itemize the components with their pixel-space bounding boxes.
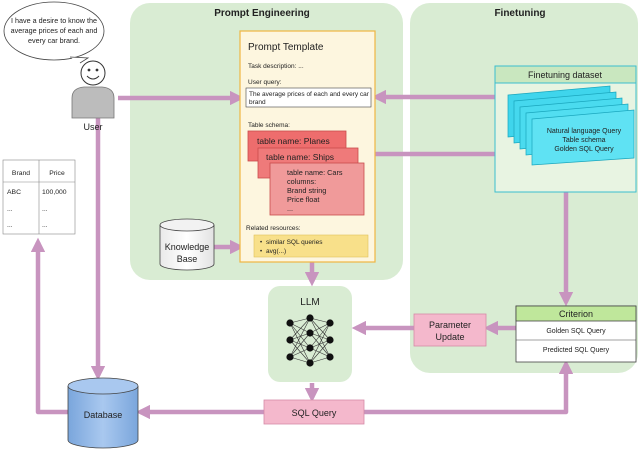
- neural-network-nodes: [286, 314, 334, 367]
- table-card-cars: [269, 162, 365, 216]
- related-bullet: •: [260, 249, 262, 255]
- dataset-item: Natural language Query: [547, 128, 622, 135]
- results-cell: ABC: [7, 189, 21, 196]
- cars-line: Brand string: [287, 186, 326, 195]
- cars-line: table name: Cars: [287, 168, 343, 177]
- results-cell: ...: [42, 206, 48, 213]
- prompt-template-title: Prompt Template: [248, 42, 324, 53]
- related-bullet: •: [260, 240, 262, 246]
- sql-query: SQL Query: [263, 399, 365, 425]
- user-body: [71, 86, 115, 119]
- finetuning-title: Finetuning: [494, 8, 545, 19]
- results-cell: ...: [7, 222, 13, 229]
- user-query-label: User query:: [248, 79, 282, 86]
- criterion-title: Criterion: [559, 309, 593, 319]
- user-query-text-2: brand: [249, 99, 266, 106]
- user-head: [80, 60, 106, 86]
- cars-line: ...: [287, 204, 293, 213]
- related-resources-box: [253, 234, 369, 258]
- knowledge-base-top: [159, 218, 215, 232]
- llm-label: LLM: [300, 297, 319, 308]
- llm: LLM: [286, 297, 334, 367]
- finetuning-dataset-title: Finetuning dataset: [528, 70, 603, 80]
- results-header-price: Price: [49, 170, 65, 177]
- dataset-item: Table schema: [562, 137, 605, 144]
- arrow-sql-to-criterion: [364, 359, 574, 415]
- knowledge-base-label-1: Knowledge: [165, 242, 210, 252]
- related-resources-label: Related resources:: [246, 225, 301, 232]
- knowledge-base: Knowledge Base: [159, 218, 215, 271]
- user-query-box: [245, 87, 372, 108]
- parameter-update-box: [413, 313, 487, 347]
- cars-line: Price float: [287, 195, 319, 204]
- user-smile: [86, 75, 100, 80]
- prompt-engineering-title: Prompt Engineering: [214, 8, 310, 19]
- dataset-card-stack: [507, 85, 635, 166]
- finetuning-dataset-header: [494, 65, 637, 84]
- table-schema-label: Table schema:: [248, 122, 290, 129]
- related-item: avg(...): [266, 248, 286, 255]
- neural-network-icon: [289, 317, 331, 364]
- user-eye-right: [95, 68, 99, 72]
- knowledge-base-cylinder: [159, 225, 215, 271]
- task-description: Task description: ...: [248, 63, 304, 70]
- arrow-database-to-table: [30, 237, 68, 415]
- criterion-row: Predicted SQL Query: [543, 347, 610, 354]
- user-eye-left: [87, 68, 91, 72]
- user-label: User: [83, 122, 102, 132]
- speech-text-line-1: I have a desire to know the: [11, 16, 97, 25]
- user-figure: I have a desire to know the average pric…: [3, 1, 115, 132]
- speech-text-line-3: every car brand.: [28, 36, 80, 45]
- database-cylinder: [67, 386, 139, 449]
- knowledge-base-label-2: Base: [177, 254, 198, 264]
- speech-bubble: [3, 1, 105, 61]
- criterion-row: Golden SQL Query: [546, 328, 606, 335]
- sql-query-label: SQL Query: [292, 408, 337, 418]
- results-header-brand: Brand: [12, 170, 30, 177]
- parameter-update-label-2: Update: [435, 332, 464, 342]
- dataset-card: [531, 109, 635, 166]
- database: Database: [67, 377, 139, 449]
- speech-text-line-2: average prices of each and: [11, 26, 98, 35]
- parameter-update-label-1: Parameter: [429, 320, 471, 330]
- speech-bubble-tail: [69, 56, 90, 64]
- cars-line: columns:: [287, 177, 316, 186]
- criterion: Criterion Golden SQL Query Predicted SQL…: [515, 305, 637, 363]
- parameter-update: Parameter Update: [413, 313, 487, 347]
- related-item: similar SQL queries: [266, 239, 323, 246]
- results-cell: 100,000: [42, 189, 67, 196]
- results-table: Brand Price ABC 100,000 ... ... ... ...: [2, 159, 76, 235]
- sql-query-box: [263, 399, 365, 425]
- prompt-template: Prompt Template Task description: ... Us…: [239, 30, 376, 263]
- results-cell: ...: [42, 222, 48, 229]
- criterion-header: [515, 305, 637, 322]
- user-query-text-1: The average prices of each and every car: [249, 91, 370, 98]
- results-cell: ...: [7, 206, 13, 213]
- finetuning-dataset: Finetuning dataset Natural language Quer…: [494, 65, 637, 193]
- database-label: Database: [84, 410, 123, 420]
- arrow-user-to-database: [72, 95, 106, 381]
- table-card-ships-label: table name: Ships: [266, 152, 334, 162]
- database-top: [67, 377, 139, 395]
- table-card-planes-label: table name: Planes: [257, 136, 330, 146]
- dataset-item: Golden SQL Query: [554, 146, 614, 153]
